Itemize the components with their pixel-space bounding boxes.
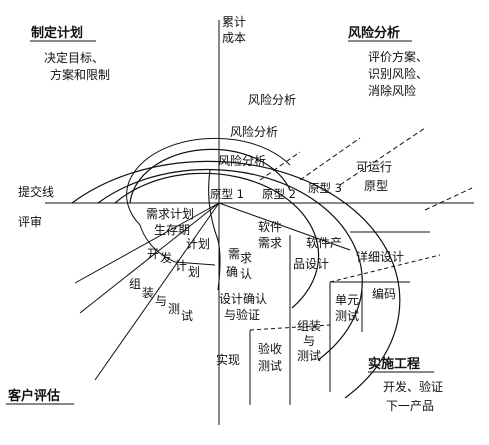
spiral-core-left [139, 224, 216, 266]
prototype-ring [208, 169, 221, 291]
coding: 编码 [372, 286, 396, 301]
planning-desc-1: 决定目标、 [44, 50, 104, 65]
dashed-sep-3 [339, 127, 426, 186]
req-confirm-char-4: 认 [240, 267, 252, 281]
risk-loop-label-2: 风险分析 [230, 124, 278, 139]
implementation-step: 实现 [216, 352, 240, 367]
divider-plan-3 [94, 202, 220, 381]
risk-loop-label-1: 风险分析 [248, 92, 296, 107]
integ-plan-char-2: 装 [142, 286, 154, 300]
integration-test-3: 测试 [297, 348, 321, 363]
lifecycle-plan: 计划 [186, 237, 210, 251]
design-verification-2: 与验证 [224, 307, 260, 322]
integration-test-2: 与 [303, 334, 315, 348]
operational-prototype-1: 可运行 [356, 160, 392, 174]
dashed-sep-6 [249, 324, 331, 331]
risk-desc-2: 识别风险、 [368, 66, 428, 81]
impl-desc-2: 下一产品 [386, 399, 434, 413]
prototype-1: 原型 1 [210, 187, 244, 201]
risk-analysis-title: 风险分析 [348, 25, 400, 41]
divider-eng-a [218, 202, 351, 251]
unit-test-2: 测试 [335, 308, 359, 323]
customer-evaluation-title: 客户评估 [8, 388, 60, 404]
divider-plan-2 [79, 202, 220, 314]
prototype-2: 原型 2 [262, 187, 296, 201]
dashed-sep-1 [259, 151, 301, 181]
planning-title: 制定计划 [31, 25, 83, 41]
cost-axis-label-1: 累计 [222, 15, 246, 29]
requirements-plan: 需求计划 [146, 207, 194, 221]
integration-test-1: 组装 [297, 319, 321, 333]
implementation-title: 实施工程 [368, 356, 420, 372]
spiral-core [126, 137, 291, 226]
design-verification-1: 设计确认 [219, 292, 267, 306]
prototype-3: 原型 3 [308, 181, 342, 195]
detailed-design: 详细设计 [356, 249, 404, 264]
review-label: 评审 [18, 214, 42, 229]
unit-test-1: 单元 [335, 293, 359, 307]
risk-desc-3: 消除风险 [368, 83, 416, 98]
review-line-label: 提交线 [18, 184, 54, 199]
integ-plan-char-4: 测 [168, 302, 180, 316]
req-confirm-char-2: 求 [240, 251, 252, 265]
dev-plan-char-1: 开 [147, 247, 159, 261]
spiral-loop-third [97, 168, 363, 361]
software-requirements-1: 软件 [258, 220, 282, 234]
dashed-sep-5 [329, 254, 441, 283]
software-product-design-2: 品设计 [293, 257, 329, 271]
spiral-loop-outer [71, 160, 401, 399]
planning-desc-2: 方案和限制 [50, 67, 110, 82]
integ-plan-char-1: 组 [129, 277, 141, 291]
integ-plan-char-5: 试 [181, 308, 193, 323]
dev-plan-char-4: 划 [188, 265, 200, 279]
integ-plan-char-3: 与 [155, 294, 167, 308]
dev-plan-char-3: 计 [175, 259, 187, 273]
dev-plan-char-2: 发 [160, 250, 172, 265]
req-confirm-char-1: 需 [228, 247, 240, 261]
risk-loop-label-3: 风险分析 [218, 153, 266, 168]
operational-prototype-2: 原型 [364, 179, 388, 193]
cost-axis-label-2: 成本 [222, 31, 246, 45]
software-requirements-2: 需求 [258, 236, 282, 250]
dashed-sep-4 [424, 187, 473, 211]
acceptance-test-1: 验收 [258, 341, 282, 356]
divider-plan-1 [74, 202, 220, 284]
impl-desc-1: 开发、验证 [383, 379, 443, 394]
req-confirm-char-3: 确 [226, 265, 238, 279]
software-product-design-1: 软件产 [306, 236, 342, 250]
dashed-sep-2 [299, 137, 361, 181]
acceptance-test-2: 测试 [258, 358, 282, 373]
risk-desc-1: 评价方案、 [368, 49, 428, 64]
lifecycle-label: 生存期 [154, 223, 190, 237]
spiral-loop-second [114, 172, 320, 309]
